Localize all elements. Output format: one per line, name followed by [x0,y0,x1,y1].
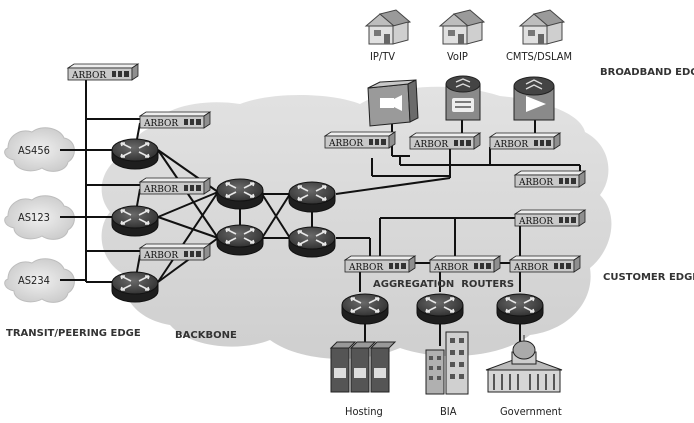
arbor-device: ARBOR [138,243,212,261]
arbor-device: ARBOR [138,177,212,195]
service-label-iptv: IP/TV [370,50,395,63]
arbor-device: ARBOR [513,209,587,227]
arbor-device: ARBOR [488,132,562,150]
service-label-voip: VoIP [447,50,468,63]
router [216,224,264,256]
house-icon [438,9,486,45]
broadband-edge-label: BROADBAND EDGE [600,67,694,78]
router [288,181,336,213]
arbor-brand-label: ARBOR [328,139,363,149]
cmts-dslam-router [513,76,555,121]
peer-cloud-as456 [4,127,75,172]
routers [111,138,544,325]
peer-label-as123: AS123 [18,211,50,224]
backbone-label: BACKBONE [175,330,237,341]
arbor-device: ARBOR [323,131,397,149]
peer-label-as234: AS234 [18,274,50,287]
arbor-brand-label: ARBOR [143,119,178,129]
bia-building-icon [425,331,469,395]
arbor-device: ARBOR [66,63,140,81]
arbor-brand-label: ARBOR [71,71,106,81]
customer-label-bia: BIA [440,405,457,418]
labels: AS456 AS123 AS234 IP/TV VoIP CMTS/DSLAM … [6,50,694,418]
peer-cloud-as234 [4,258,75,303]
house-icon [364,9,412,45]
router [111,205,159,237]
peer-label-as456: AS456 [18,144,50,157]
arbor-device: ARBOR [138,111,212,129]
aggregation-routers-label: AGGREGATION ROUTERS [373,279,514,290]
arbor-appliances: ARBOR ARBOR ARBOR ARBOR ARBOR ARBOR ARBOR ARBOR… [66,63,587,273]
arbor-brand-label: ARBOR [433,263,468,273]
arbor-brand-label: ARBOR [513,263,548,273]
arbor-device: ARBOR [428,255,502,273]
router [111,138,159,170]
arbor-brand-label: ARBOR [143,185,178,195]
router [216,178,264,210]
government-building-icon [485,335,563,393]
service-label-cmts: CMTS/DSLAM [506,50,572,63]
arbor-device: ARBOR [513,170,587,188]
hosting-servers-icon [329,341,397,393]
customer-edge-label: CUSTOMER EDGE [603,272,694,283]
arbor-device: ARBOR [508,255,582,273]
arbor-device: ARBOR [408,132,482,150]
customer-label-government: Government [500,405,562,418]
subscriber-homes [364,9,566,45]
arbor-brand-label: ARBOR [493,140,528,150]
peer-cloud-as123 [4,195,75,240]
router [288,226,336,258]
backbone-cloud [101,86,612,359]
video-server [367,79,419,127]
arbor-brand-label: ARBOR [518,217,553,227]
transit-peering-edge-label: TRANSIT/PEERING EDGE [6,328,141,339]
router [496,293,544,325]
customer-label-hosting: Hosting [345,405,383,418]
arbor-device: ARBOR [343,255,417,273]
arbor-brand-label: ARBOR [348,263,383,273]
router [111,271,159,303]
router [416,293,464,325]
router [341,293,389,325]
arbor-brand-label: ARBOR [143,251,178,261]
arbor-brand-label: ARBOR [518,178,553,188]
house-icon [518,9,566,45]
voip-gateway [445,75,481,121]
arbor-brand-label: ARBOR [413,140,448,150]
